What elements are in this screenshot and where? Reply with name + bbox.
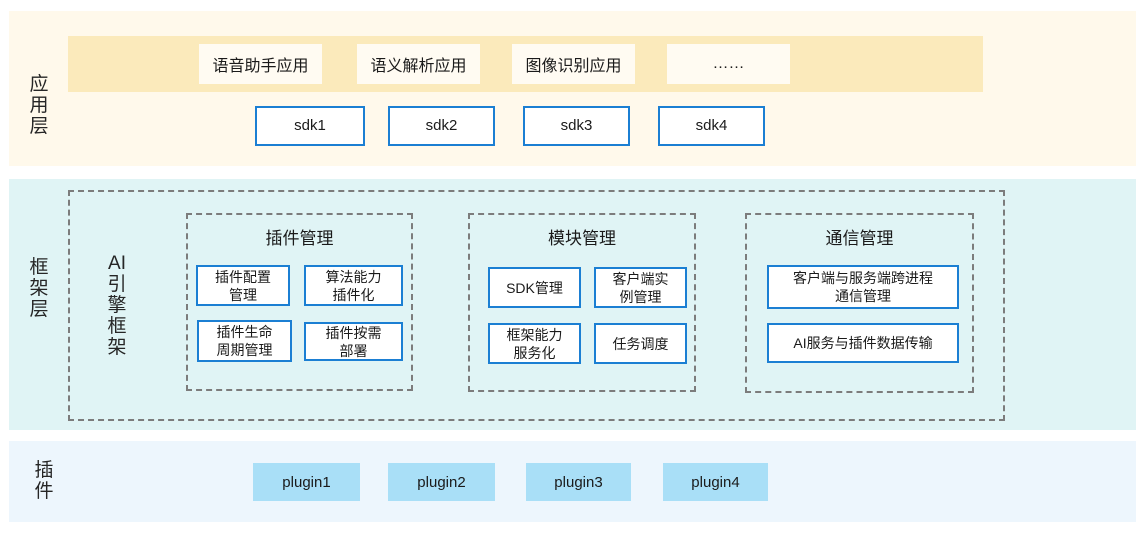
sdk4-box: sdk4 — [658, 106, 765, 146]
box-client-instance-management: 客户端实 例管理 — [594, 267, 687, 308]
box-plugin-on-demand-deploy: 插件按需 部署 — [304, 322, 403, 361]
app-box-semantic-parsing: 语义解析应用 — [357, 44, 480, 84]
box-algorithm-pluginization: 算法能力 插件化 — [304, 265, 403, 306]
group-module-management-title: 模块管理 — [548, 229, 616, 248]
app-box-ellipsis: …… — [667, 44, 790, 84]
application-layer-section: 应 用 层 语音助手应用 语义解析应用 图像识别应用 …… sdk1 sdk2 … — [9, 11, 1136, 166]
app-box-voice-assistant: 语音助手应用 — [199, 44, 322, 84]
framework-layer-label: 框 架 层 — [29, 257, 49, 320]
box-ai-service-plugin-data-transfer: AI服务与插件数据传输 — [767, 323, 959, 363]
application-band: 语音助手应用 语义解析应用 图像识别应用 …… — [68, 36, 983, 92]
group-communication-management: 通信管理 客户端与服务端跨进程 通信管理 AI服务与插件数据传输 — [745, 213, 974, 393]
sdk2-box: sdk2 — [388, 106, 495, 146]
ai-engine-label-wrap: AI 引 擎 框 架 — [95, 190, 139, 421]
box-plugin-config-management: 插件配置 管理 — [196, 265, 290, 306]
ai-engine-frame — [68, 190, 1005, 421]
plugin2-box: plugin2 — [388, 463, 495, 501]
sdk1-box: sdk1 — [255, 106, 365, 146]
box-task-scheduling: 任务调度 — [594, 323, 687, 364]
plugin-layer-section: 插 件 plugin1 plugin2 plugin3 plugin4 — [9, 441, 1136, 522]
app-box-image-recognition: 图像识别应用 — [512, 44, 635, 84]
framework-layer-section: 框 架 层 AI 引 擎 框 架 插件管理 插件配置 管理 算法能力 插件化 插… — [9, 179, 1136, 430]
box-framework-capability-service: 框架能力 服务化 — [488, 323, 581, 364]
plugin1-box: plugin1 — [253, 463, 360, 501]
group-communication-management-title: 通信管理 — [825, 229, 894, 248]
box-client-server-ipc-management: 客户端与服务端跨进程 通信管理 — [767, 265, 959, 309]
plugin4-box: plugin4 — [663, 463, 768, 501]
box-sdk-management: SDK管理 — [488, 267, 581, 308]
group-module-management: 模块管理 SDK管理 客户端实 例管理 框架能力 服务化 任务调度 — [468, 213, 696, 392]
ai-engine-label: AI 引 擎 框 架 — [107, 253, 127, 358]
plugin3-box: plugin3 — [526, 463, 631, 501]
sdk3-box: sdk3 — [523, 106, 630, 146]
box-plugin-lifecycle-management: 插件生命 周期管理 — [197, 320, 292, 362]
group-plugin-management-title: 插件管理 — [265, 229, 334, 248]
application-layer-label: 应 用 层 — [29, 74, 49, 137]
plugin-layer-label: 插 件 — [34, 460, 54, 502]
group-plugin-management: 插件管理 插件配置 管理 算法能力 插件化 插件生命 周期管理 插件按需 部署 — [186, 213, 413, 391]
